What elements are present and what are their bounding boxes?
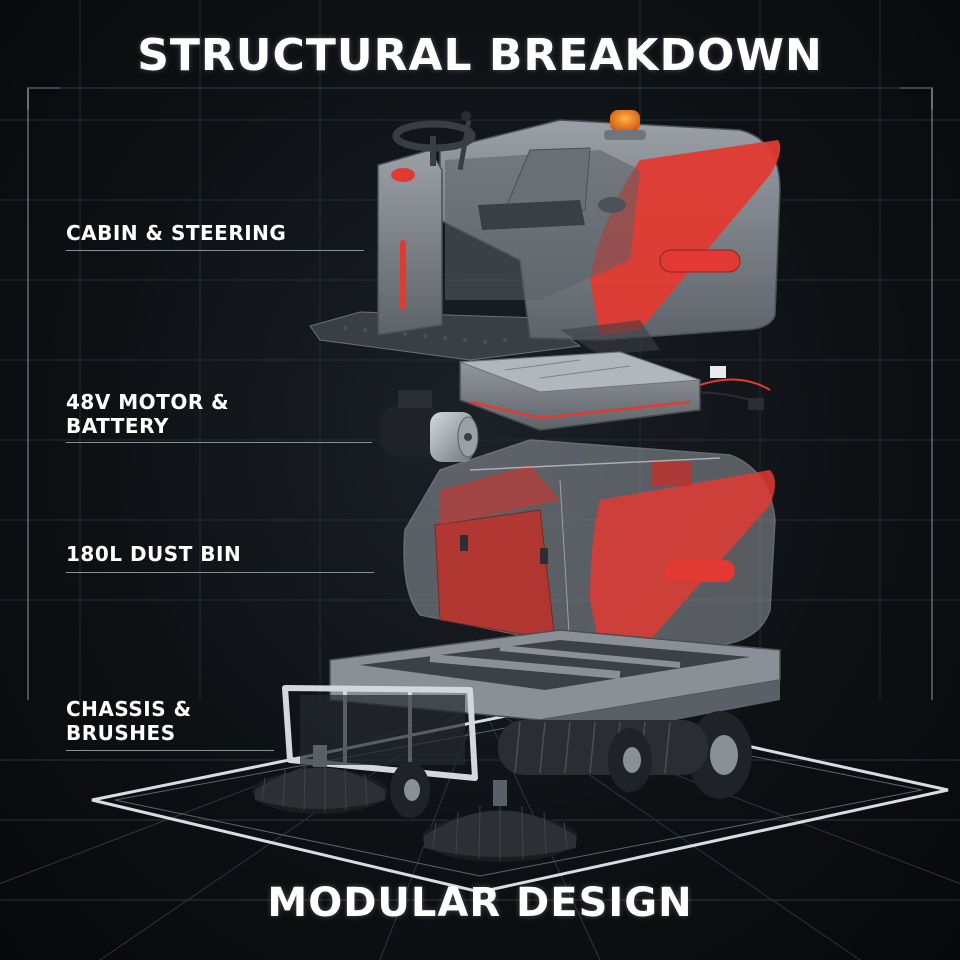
component-label-dust-bin: 180L DUST BIN (66, 542, 242, 566)
chassis-module (252, 629, 781, 862)
page-title: STRUCTURAL BREAKDOWN (137, 30, 823, 81)
label-leader-chassis (66, 750, 274, 751)
label-leader-cabin (66, 250, 364, 251)
side-brush-right (422, 780, 578, 862)
component-label-chassis: CHASSIS & BRUSHES (66, 697, 192, 745)
main-roller-brush (498, 720, 708, 775)
front-bumper (282, 685, 478, 781)
component-label-motor-battery: 48V MOTOR & BATTERY (66, 390, 230, 438)
side-brush-left (252, 745, 388, 814)
label-leader-motor-battery (66, 442, 372, 443)
cabin-module (309, 110, 781, 361)
label-leader-dust-bin (66, 572, 374, 573)
motor-battery-module (380, 351, 771, 462)
footer-title: MODULAR DESIGN (267, 880, 693, 926)
component-label-cabin: CABIN & STEERING (66, 221, 287, 245)
dust-bin-module (403, 439, 776, 656)
